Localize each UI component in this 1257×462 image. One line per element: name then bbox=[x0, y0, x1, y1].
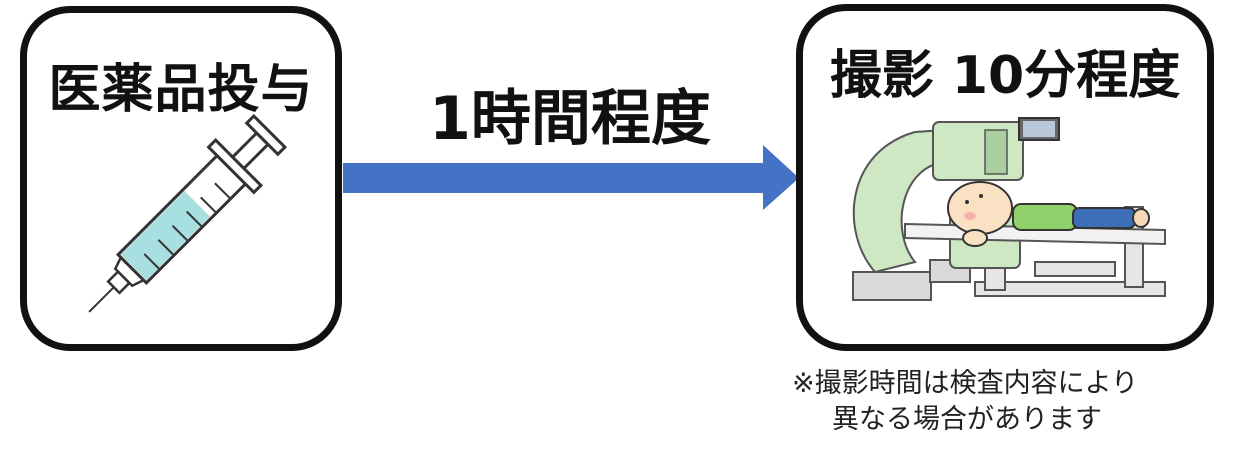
syringe-icon bbox=[88, 113, 288, 313]
duration-label: 1時間程度 bbox=[429, 84, 711, 154]
right-arrow-icon bbox=[343, 145, 799, 210]
note-line-2: 異なる場合があります bbox=[832, 404, 1102, 435]
note-line-1: ※撮影時間は検査内容により bbox=[792, 368, 1139, 399]
drug-administration-title: 医薬品投与 bbox=[48, 60, 314, 120]
imaging-time-note: ※撮影時間は検査内容により 異なる場合があります bbox=[792, 366, 1242, 438]
imaging-title: 撮影 10分程度 bbox=[829, 46, 1181, 106]
drug-administration-box: 医薬品投与 bbox=[20, 6, 342, 351]
scanner-icon bbox=[852, 117, 1166, 301]
